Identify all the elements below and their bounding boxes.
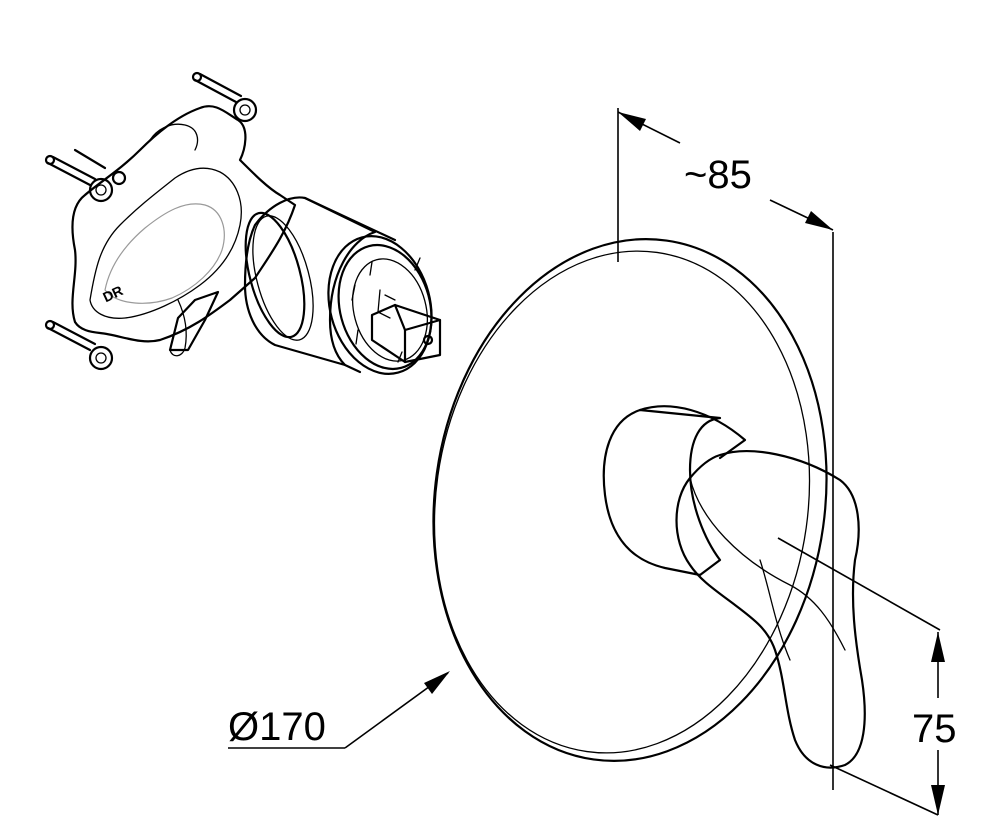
lever-handle (675, 450, 866, 769)
handle-contour-lower (759, 559, 791, 661)
cartridge-face (327, 235, 433, 375)
mounting-pins (44, 71, 243, 352)
hub-top-edge (638, 405, 747, 460)
lower-boss (169, 299, 187, 357)
handle-extension-top (777, 537, 941, 631)
depth-label: ~85 (684, 153, 752, 197)
handle-extension-bottom (829, 764, 939, 816)
mounting-nuts (88, 97, 258, 371)
handle-hub (602, 408, 722, 577)
mounting-plate (71, 105, 297, 343)
upper-boss (149, 123, 199, 151)
handle-arrow-top (931, 632, 945, 662)
plate-inner-recess (104, 203, 225, 304)
handle-arrow-bottom (931, 785, 945, 815)
handle-dimension: 75 (777, 537, 957, 816)
depth-arrow-left (618, 112, 646, 131)
handle-label: 75 (912, 707, 957, 751)
trim-assembly (432, 238, 866, 769)
depth-dimension: ~85 (617, 108, 834, 790)
plate-recess (89, 167, 242, 319)
diameter-label: Ø170 (228, 705, 326, 749)
spindle (370, 289, 442, 364)
handle-contour (689, 477, 846, 651)
lower-bracket (168, 290, 220, 352)
concealed-body: DR (44, 71, 442, 375)
diameter-arrow (424, 671, 450, 694)
diameter-dimension: Ø170 (228, 671, 450, 749)
body-stamp: DR (100, 282, 125, 305)
escutcheon-rim (433, 250, 811, 754)
depth-arrow-right (805, 211, 833, 230)
cartridge-sleeve (243, 196, 397, 374)
escutcheon-rosette (432, 238, 828, 762)
